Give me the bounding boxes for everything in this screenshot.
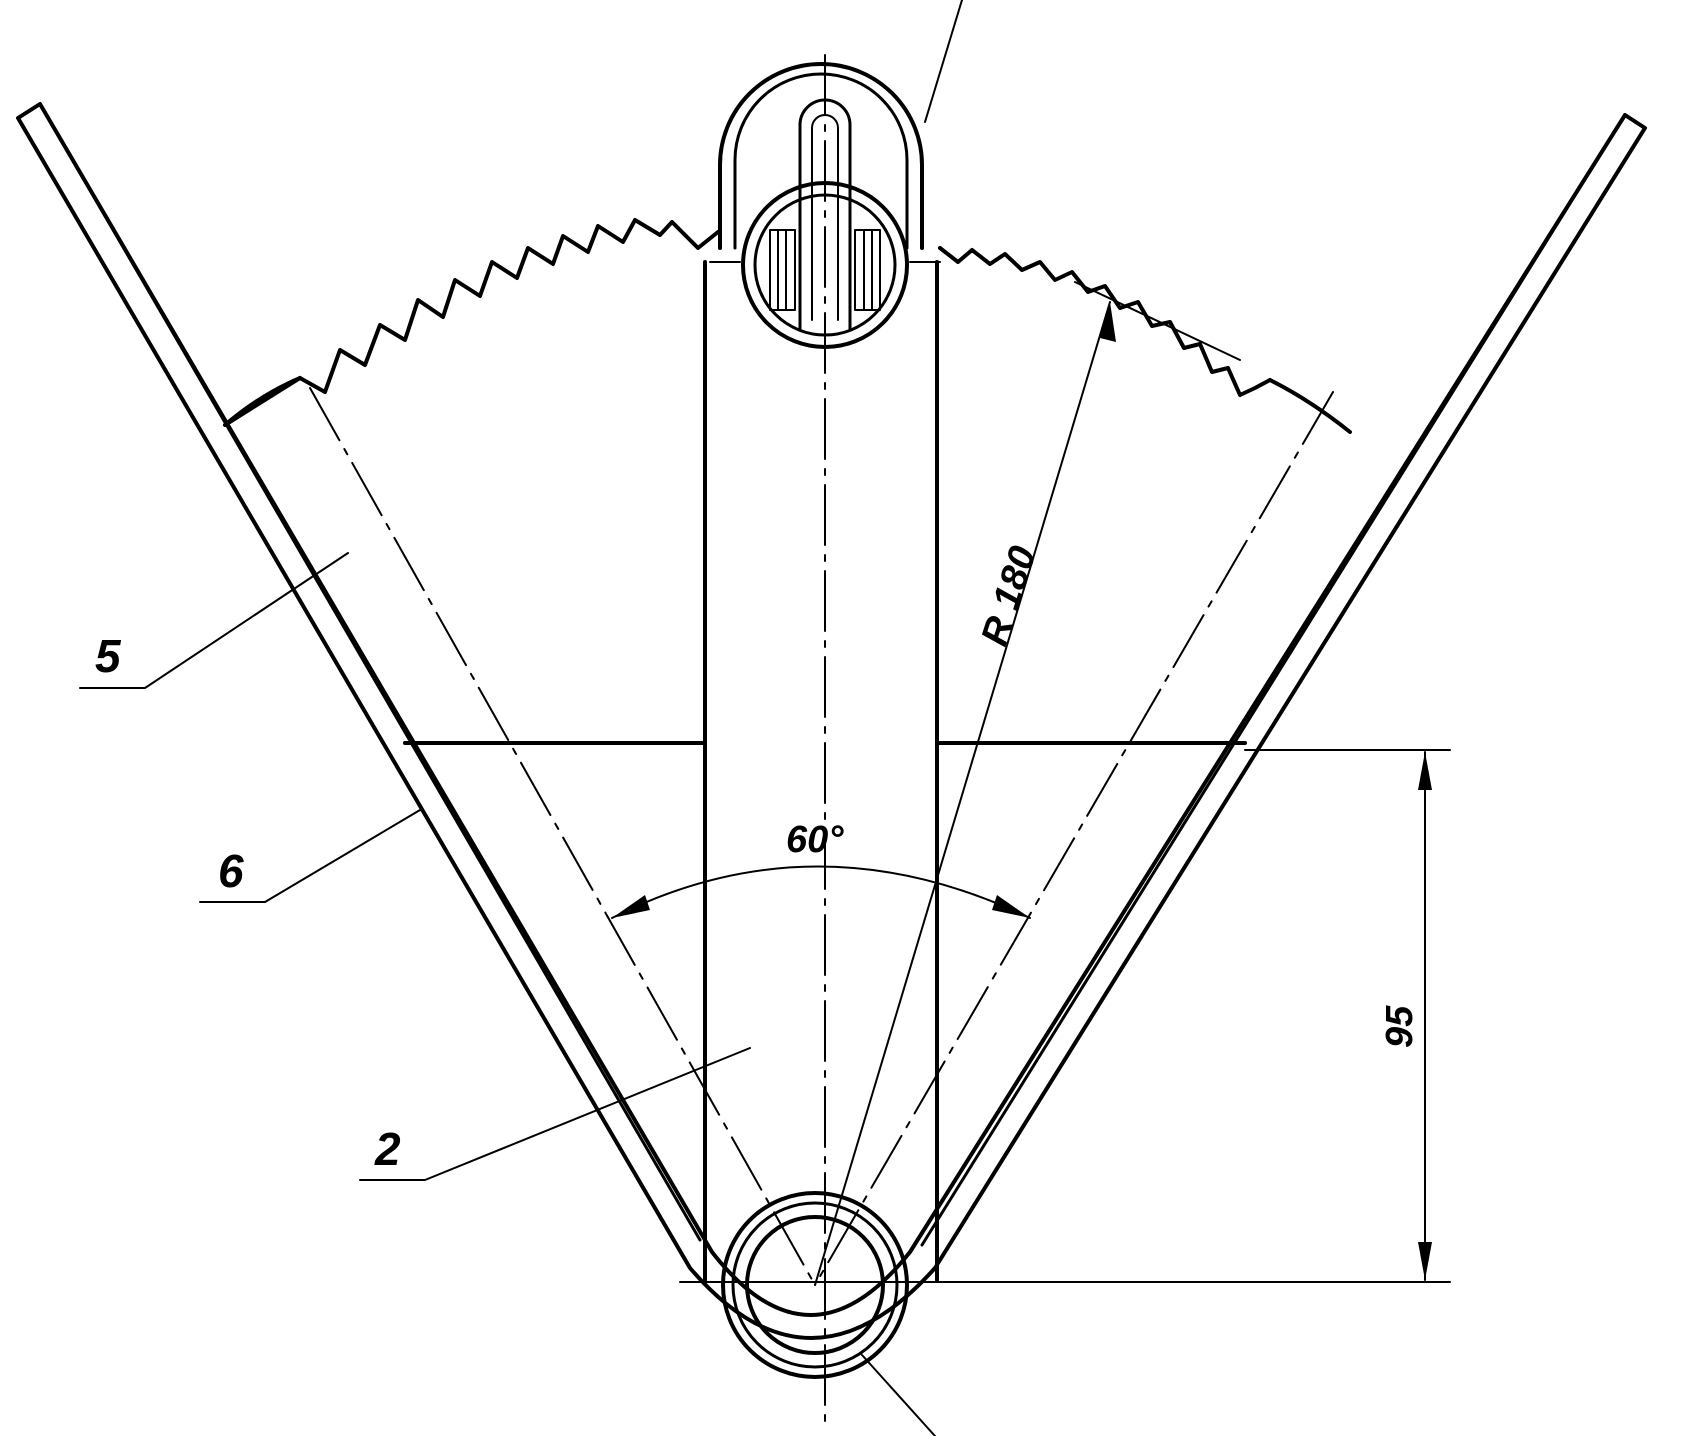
height-dimension: 95 [919, 749, 1451, 1283]
leaders [79, 0, 963, 1436]
v-strip [16, 102, 1647, 1340]
part-label-2: 2 [374, 1123, 401, 1175]
bottom-pivot [721, 1191, 909, 1379]
radius-label: R 180 [974, 541, 1045, 650]
part-label-6: 6 [218, 845, 244, 897]
angle-label: 60° [786, 819, 844, 861]
height-label: 95 [1379, 1005, 1421, 1048]
part-label-5: 5 [95, 630, 122, 682]
centerlines [309, 54, 1334, 1431]
angle-dimension: 60° [611, 819, 1031, 919]
radius-dimension: R 180 [814, 301, 1116, 1286]
center-arm [703, 260, 939, 1282]
sector-plate [223, 218, 1352, 745]
serrated-edge [298, 218, 1272, 397]
